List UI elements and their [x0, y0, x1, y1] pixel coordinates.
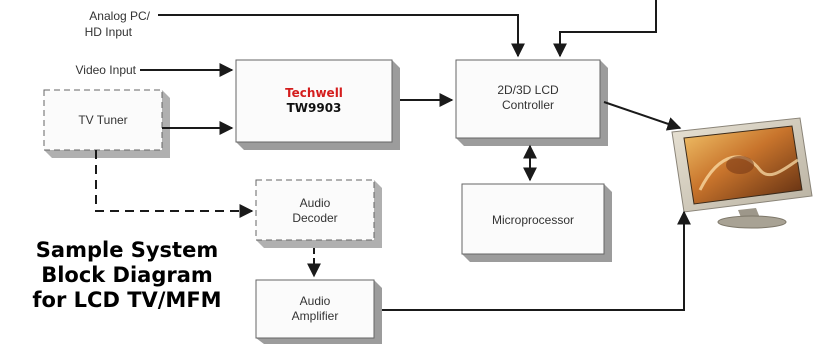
- caption-line-1: Sample System: [35, 238, 219, 262]
- techwell-model-label: TW9903: [287, 101, 342, 115]
- audio-decoder-block: Audio Decoder: [255, 179, 382, 248]
- lcd-controller-block: 2D/3D LCD Controller: [455, 59, 608, 146]
- audio-amplifier-label-line1: Audio: [300, 294, 331, 308]
- analog-input-label-line2: HD Input: [85, 25, 133, 39]
- audio-amplifier-label-line2: Amplifier: [292, 309, 339, 323]
- video-input-label: Video Input: [76, 63, 137, 77]
- analog-input-label-line1: Analog PC/: [89, 9, 150, 23]
- techwell-tw9903-block: Techwell TW9903: [235, 59, 400, 150]
- tv-tuner-label: TV Tuner: [78, 113, 127, 127]
- lcd-tv-monitor-icon: [671, 117, 813, 229]
- audio-decoder-label-line1: Audio: [300, 196, 331, 210]
- microprocessor-label: Microprocessor: [492, 213, 574, 227]
- amplifier-to-monitor-arrow: [382, 210, 691, 311]
- audio-amplifier-block: Audio Amplifier: [255, 279, 382, 344]
- tuner-to-audio-decoder-arrow: [95, 150, 254, 218]
- caption-line-3: for LCD TV/MFM: [32, 288, 222, 312]
- caption-line-2: Block Diagram: [41, 263, 213, 287]
- audio-decoder-label-line2: Decoder: [292, 211, 337, 225]
- techwell-brand-label: Techwell: [285, 86, 343, 100]
- lcd-controller-label-line2: Controller: [502, 98, 554, 112]
- diagram-caption: Sample System Block Diagram for LCD TV/M…: [12, 238, 242, 313]
- tv-tuner-block: TV Tuner: [43, 89, 170, 158]
- external-feed-arrow: [553, 0, 657, 58]
- controller-to-monitor-arrow: [603, 101, 682, 131]
- lcd-controller-label-line1: 2D/3D LCD: [497, 83, 559, 97]
- microprocessor-block: Microprocessor: [461, 183, 612, 262]
- analog-input-arrow: [158, 14, 525, 58]
